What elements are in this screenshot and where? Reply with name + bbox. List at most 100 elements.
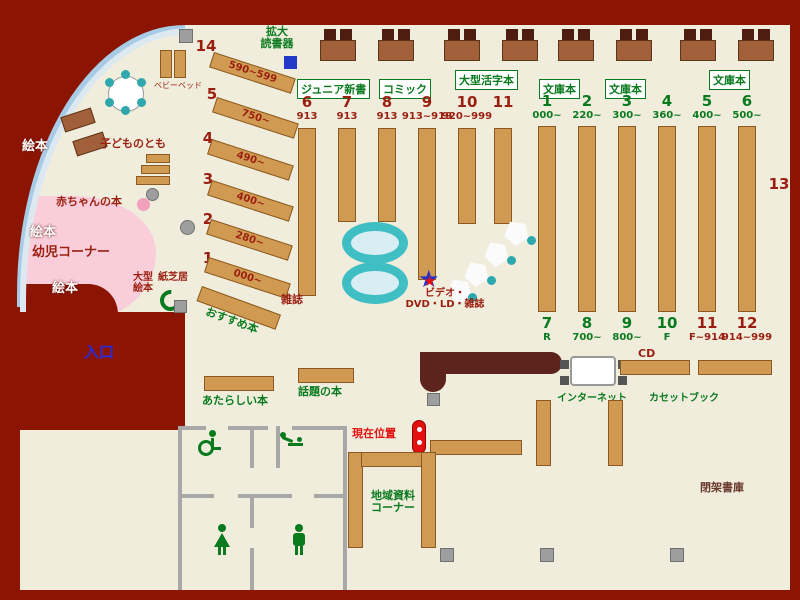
- stack-number-13: 13: [768, 175, 790, 193]
- chair: [448, 29, 460, 40]
- wall: [228, 426, 268, 430]
- chair: [684, 29, 696, 40]
- reading-table: [558, 40, 594, 61]
- section-label-bunko-3: 文庫本: [709, 70, 750, 90]
- current-location-marker-icon: [412, 420, 426, 454]
- book-stack: [338, 128, 356, 222]
- picture-books-label: 絵本: [22, 139, 49, 154]
- chair: [620, 29, 632, 40]
- chair: [324, 29, 336, 40]
- chair: [398, 29, 410, 40]
- curved-bench: [342, 222, 408, 264]
- shelf-number: 14: [195, 37, 217, 55]
- book-stack: [418, 128, 436, 280]
- local-materials-shelf: [421, 452, 436, 548]
- wall: [178, 426, 182, 590]
- chair: [560, 360, 569, 369]
- stack-number: 10: [656, 314, 678, 332]
- stack-range: 914~999: [721, 332, 773, 343]
- chair: [506, 29, 518, 40]
- chair: [382, 29, 394, 40]
- new-books-shelf: [204, 376, 274, 391]
- stack-number: 12: [736, 314, 758, 332]
- stack-range: 920~999: [441, 111, 493, 122]
- man-restroom-icon: [290, 524, 308, 556]
- pillar: [174, 300, 187, 313]
- entrance-wall-bump: [26, 284, 118, 312]
- wall: [178, 426, 206, 430]
- baby-bed: [160, 50, 172, 78]
- stack-number: 1: [541, 92, 553, 110]
- picture-books-label: 絵本: [52, 281, 79, 296]
- wall: [178, 494, 214, 498]
- baby-bed-label: ベビーベッド: [154, 81, 202, 90]
- av-corner-label: ビデオ・DVD・LD・雑誌: [405, 288, 485, 310]
- wheelchair-icon: [196, 430, 224, 460]
- book-stack: [578, 126, 596, 312]
- section-label-junior: ジュニア新書: [297, 79, 371, 99]
- book-stack: [738, 126, 756, 312]
- current-location-label: 現在位置: [352, 427, 396, 440]
- stack-number: 6: [741, 92, 753, 110]
- section-label-large-print: 大型活字本: [455, 70, 518, 90]
- chair: [742, 29, 754, 40]
- cd-shelf: [620, 360, 690, 375]
- cd-label: CD: [638, 347, 656, 360]
- internet-label: インターネット: [557, 393, 627, 404]
- shelf-number: 5: [206, 85, 218, 103]
- wall: [343, 426, 347, 590]
- reading-table: [444, 40, 480, 61]
- large-picture-books-label: 大型絵本: [133, 272, 153, 294]
- magnifier-device-icon: [284, 56, 297, 69]
- stack-number: 11: [696, 314, 718, 332]
- stack-range: 300~: [612, 110, 642, 121]
- stack-number: 7: [341, 93, 353, 111]
- reading-table: [502, 40, 538, 61]
- shelf-number: 4: [202, 129, 214, 147]
- book-stack: [658, 126, 676, 312]
- book-stack: [538, 126, 556, 312]
- pillar: [179, 29, 193, 43]
- stack-range: 913: [296, 111, 318, 122]
- baby-books-label: 赤ちゃんの本: [56, 195, 122, 208]
- chair: [758, 29, 770, 40]
- kamishibai-label: 紙芝居: [158, 272, 188, 283]
- pillar: [670, 548, 684, 562]
- cassette-shelf: [698, 360, 772, 375]
- topical-books-shelf: [298, 368, 354, 383]
- stack-range: 220~: [572, 110, 602, 121]
- step-shelf: [141, 165, 170, 174]
- book-stack: [698, 126, 716, 312]
- wall: [250, 494, 254, 528]
- stack-range: 000~: [532, 110, 562, 121]
- toddler-corner-label: 幼児コーナー: [32, 245, 111, 260]
- shelf-number: 3: [202, 170, 214, 188]
- chair: [562, 29, 574, 40]
- chair: [618, 376, 627, 385]
- pillar: [427, 393, 440, 406]
- stack-number: 11: [492, 93, 514, 111]
- stool: [527, 236, 536, 245]
- stool: [487, 276, 496, 285]
- stack-number: 2: [581, 92, 593, 110]
- stack-range: 913: [376, 111, 398, 122]
- local-materials-label: 地域資料コーナー: [371, 489, 415, 515]
- wall: [250, 426, 254, 468]
- stack-range: 700~: [572, 332, 602, 343]
- stack-number: 4: [661, 92, 673, 110]
- wall: [276, 426, 280, 468]
- book-stack: [494, 128, 512, 224]
- stack-range: F~914: [688, 332, 726, 343]
- stack-range: 500~: [732, 110, 762, 121]
- magnifier-label: 拡大読書器: [260, 25, 294, 51]
- shelf: [430, 440, 522, 455]
- stack-number: 9: [421, 93, 433, 111]
- baby-bed: [174, 50, 186, 78]
- pillar-round: [180, 220, 195, 235]
- wall: [314, 494, 346, 498]
- star-marker-icon: ★: [423, 272, 437, 290]
- stool: [507, 256, 516, 265]
- stack-number: 7: [541, 314, 553, 332]
- section-label-comic: コミック: [379, 79, 431, 99]
- local-materials-shelf: [348, 452, 363, 548]
